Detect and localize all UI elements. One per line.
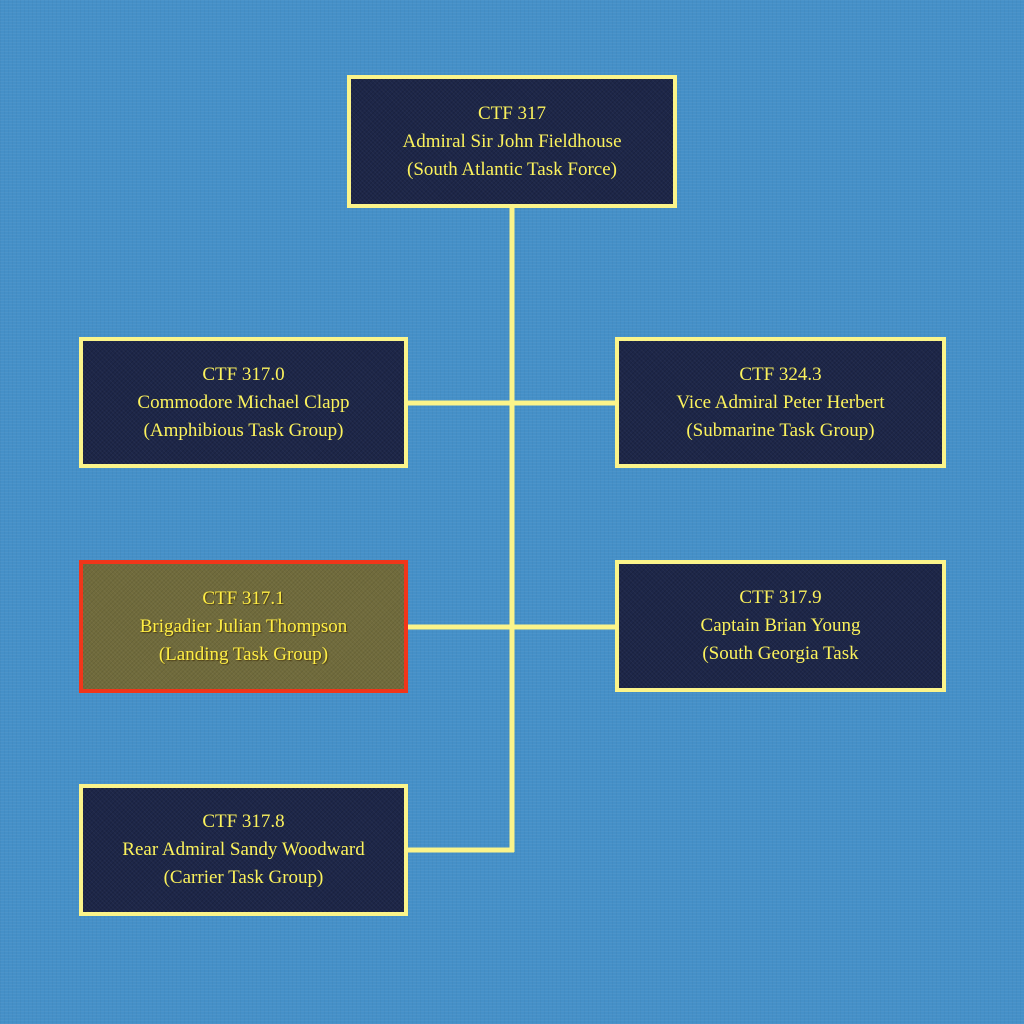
- node-unit: (Carrier Task Group): [163, 867, 324, 888]
- node-unit: (South Atlantic Task Force): [407, 158, 617, 180]
- node-code: CTF 317.0: [202, 363, 285, 385]
- node-commander: Vice Admiral Peter Herbert: [676, 391, 885, 413]
- node-code: CTF 317: [477, 102, 547, 124]
- node-unit: (Submarine Task Group): [686, 419, 875, 441]
- node-unit: (Landing Task Group): [158, 643, 329, 665]
- node-code: CTF 317.1: [202, 587, 285, 609]
- node-commander: Brigadier Julian Thompson: [139, 615, 348, 637]
- node-ctf-317-1: CTF 317.1 Brigadier Julian Thompson (Lan…: [79, 560, 408, 693]
- node-ctf-317-8: CTF 317.8 Rear Admiral Sandy Woodward (C…: [79, 784, 408, 916]
- node-unit: (South Georgia Task: [702, 643, 859, 664]
- node-code: CTF 317.9: [739, 587, 822, 608]
- node-code: CTF 324.3: [739, 363, 822, 385]
- node-ctf-324-3: CTF 324.3 Vice Admiral Peter Herbert (Su…: [615, 337, 946, 468]
- node-ctf-317-0: CTF 317.0 Commodore Michael Clapp (Amphi…: [79, 337, 408, 468]
- node-commander: Commodore Michael Clapp: [137, 391, 350, 413]
- node-code: CTF 317.8: [202, 811, 285, 832]
- node-commander: Admiral Sir John Fieldhouse: [402, 130, 622, 152]
- node-unit: (Amphibious Task Group): [143, 419, 344, 441]
- node-commander: Captain Brian Young: [700, 615, 861, 636]
- node-ctf-317: CTF 317 Admiral Sir John Fieldhouse (Sou…: [347, 75, 677, 208]
- node-ctf-317-9: CTF 317.9 Captain Brian Young (South Geo…: [615, 560, 946, 692]
- node-commander: Rear Admiral Sandy Woodward: [122, 839, 365, 860]
